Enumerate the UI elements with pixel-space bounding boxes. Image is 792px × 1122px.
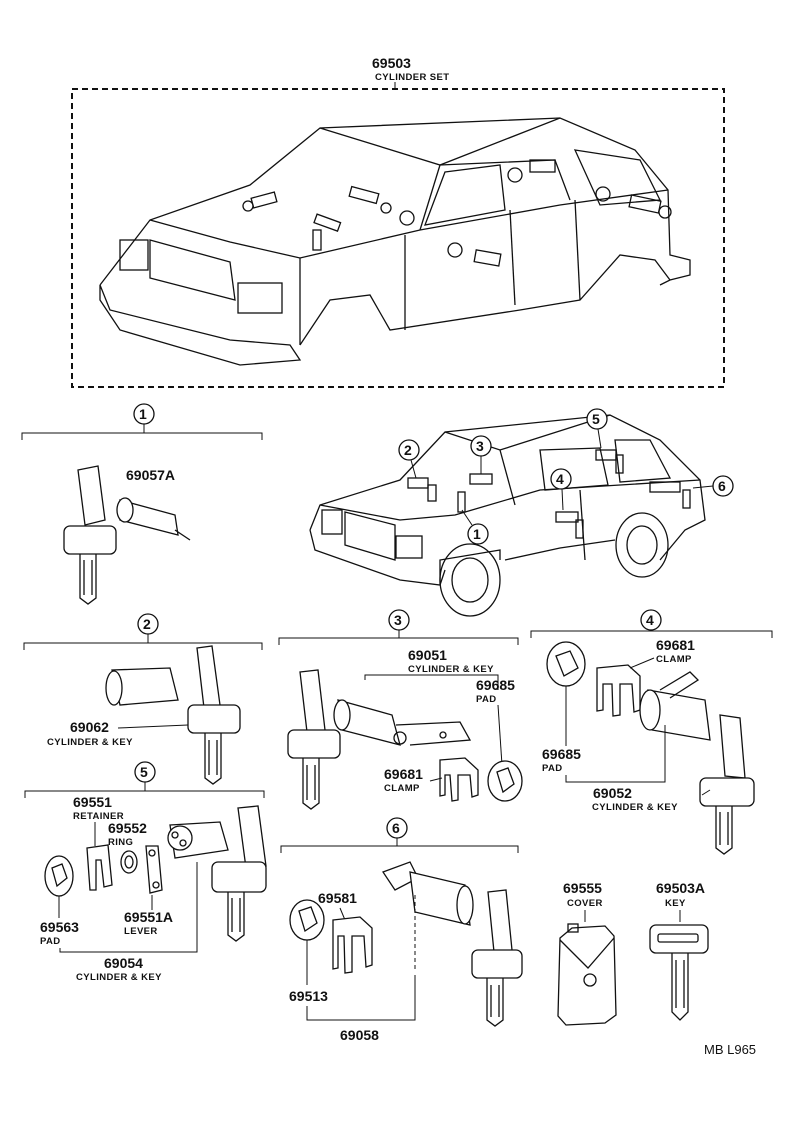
part-name: CLAMP	[656, 654, 692, 665]
part-number: 69581	[318, 890, 357, 906]
car-callout	[586, 408, 608, 430]
part-number: 69551A	[124, 909, 173, 925]
group-number: 1	[139, 406, 147, 422]
clamp-drawing	[596, 664, 641, 717]
ring-drawing	[120, 850, 138, 874]
part-number: 69054	[104, 955, 143, 971]
car-callout-number: 5	[592, 411, 600, 427]
group-number: 6	[392, 820, 400, 836]
part-name: PAD	[476, 694, 497, 705]
cylinder-key-drawing	[105, 645, 241, 785]
car-callout-number: 4	[556, 471, 564, 487]
part-number: 69681	[384, 766, 423, 782]
group-bracket	[24, 790, 265, 798]
part-name: PAD	[40, 936, 61, 947]
group-bracket	[23, 642, 263, 650]
group-bracket	[278, 637, 519, 645]
cylinder-key-drawing	[63, 465, 191, 605]
car-overview-small	[309, 414, 706, 617]
part-number: 69513	[289, 988, 328, 1004]
cylinder-key-drawing	[167, 805, 267, 942]
key-drawing	[649, 924, 709, 1021]
part-name: RETAINER	[73, 811, 124, 822]
part-name: CYLINDER & KEY	[76, 972, 162, 983]
part-name: CYLINDER & KEY	[408, 664, 494, 675]
car-overview-top	[99, 117, 691, 366]
car-callout-number: 3	[476, 438, 484, 454]
part-number: 69555	[563, 880, 602, 896]
car-callout-number: 1	[473, 526, 481, 542]
part-name: LEVER	[124, 926, 158, 937]
group-number: 3	[394, 612, 402, 628]
part-number: 69681	[656, 637, 695, 653]
group-number: 2	[143, 616, 151, 632]
part-name: PAD	[542, 763, 563, 774]
cylinder-key-drawing	[639, 671, 755, 855]
car-callout	[467, 523, 489, 545]
part-number: 69551	[73, 794, 112, 810]
clamp-drawing	[332, 916, 373, 974]
car-callout	[550, 468, 572, 490]
diagram-code: MB L965	[704, 1042, 756, 1057]
part-number: 69685	[542, 746, 581, 762]
cylinder-key-drawing	[287, 669, 472, 810]
part-number: 69062	[70, 719, 109, 735]
cylinder-key-drawing	[382, 861, 523, 1027]
group-bracket	[530, 630, 773, 638]
part-number: 69685	[476, 677, 515, 693]
cylinder-set-frame	[71, 88, 725, 388]
car-callout-number: 2	[404, 442, 412, 458]
clamp-drawing	[439, 757, 479, 802]
part-name: CLAMP	[384, 783, 420, 794]
part-name: RING	[108, 837, 133, 848]
pad-drawing	[546, 641, 586, 687]
part-name: KEY	[665, 898, 686, 909]
part-number: 69503A	[656, 880, 705, 896]
pad-drawing	[289, 899, 325, 941]
part-number: 69058	[340, 1027, 379, 1043]
group-number: 4	[646, 612, 654, 628]
pad-drawing	[487, 760, 523, 802]
part-number: 69051	[408, 647, 447, 663]
pad-drawing	[44, 855, 74, 897]
retainer-drawing	[86, 844, 113, 891]
group-number: 5	[140, 764, 148, 780]
part-name: CYLINDER & KEY	[592, 802, 678, 813]
car-callout-number: 6	[718, 478, 726, 494]
group-bracket	[280, 845, 519, 853]
part-number: 69552	[108, 820, 147, 836]
key-cover-drawing	[557, 923, 617, 1026]
header-part-name: CYLINDER SET	[375, 72, 449, 83]
part-number: 69057A	[126, 467, 175, 483]
part-name: CYLINDER & KEY	[47, 737, 133, 748]
part-number: 69052	[593, 785, 632, 801]
group-bracket	[21, 432, 263, 440]
lever-drawing	[145, 845, 163, 894]
header-part-number: 69503	[372, 55, 411, 71]
lock-icon	[242, 159, 672, 267]
part-name: COVER	[567, 898, 603, 909]
part-number: 69563	[40, 919, 79, 935]
car-callout	[398, 439, 420, 461]
